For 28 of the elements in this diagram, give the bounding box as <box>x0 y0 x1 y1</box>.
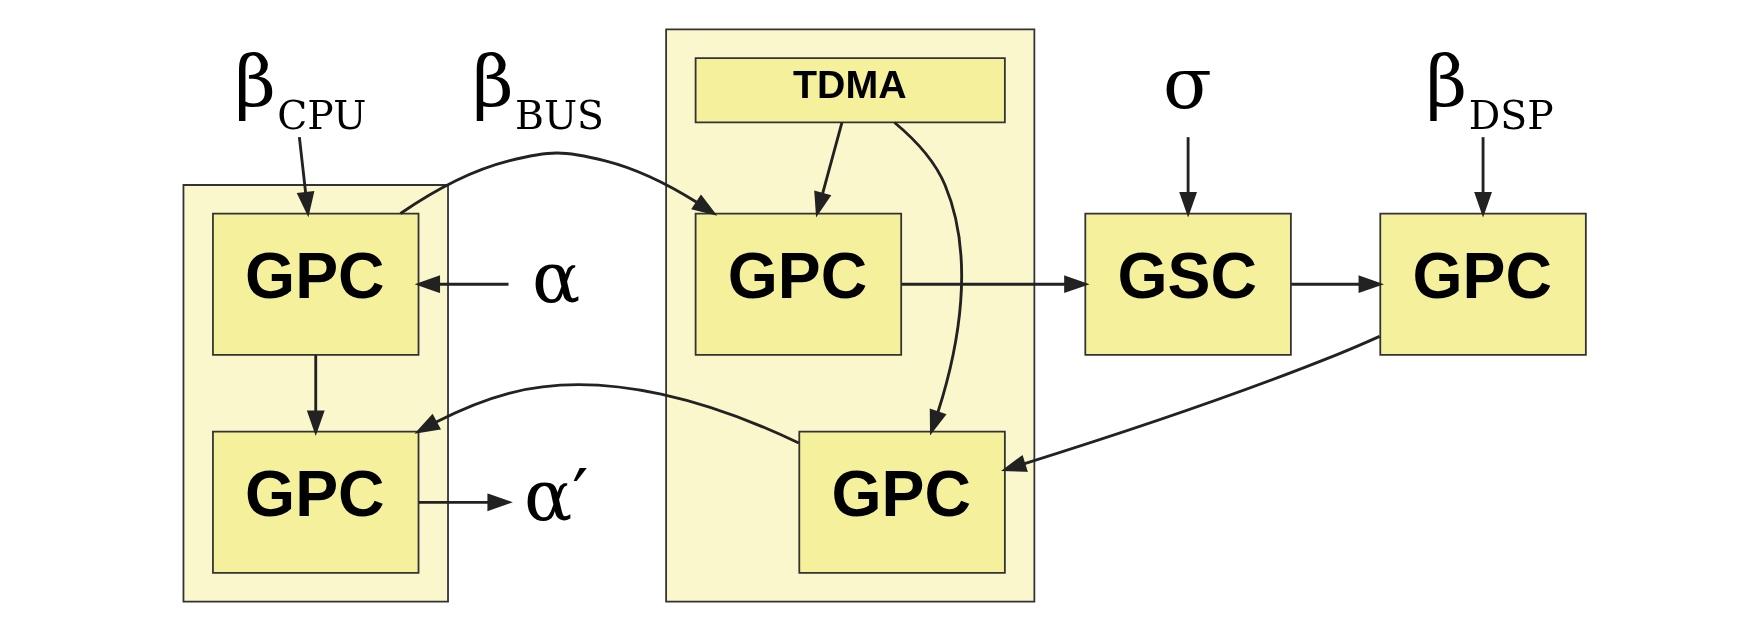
arrow <box>1000 335 1381 472</box>
cluster <box>182 184 449 603</box>
node-text: β$_{DSP}$ <box>1425 40 1554 138</box>
node-text: β$_{CPU}$ <box>234 40 367 138</box>
node-box: GPC <box>212 430 420 574</box>
node-box: GPC <box>212 212 420 356</box>
arrow <box>1474 137 1492 218</box>
arrow <box>1179 137 1197 218</box>
arrow <box>414 383 800 445</box>
arrow <box>893 121 963 436</box>
arrow <box>296 137 315 218</box>
node-box: GPC <box>694 212 903 356</box>
node-text: α′ <box>524 454 589 538</box>
node-box: GSC <box>1084 212 1292 356</box>
node-text: σ <box>1163 42 1212 126</box>
node-box: TDMA <box>694 57 1006 124</box>
arrow <box>901 275 1090 294</box>
node-box: GPC <box>1379 212 1587 356</box>
arrow <box>414 275 509 294</box>
arrow <box>306 355 325 436</box>
node-text: β$_{BUS}$ <box>472 40 605 138</box>
node-text: α <box>532 236 581 320</box>
arrow <box>399 151 718 216</box>
arrow <box>814 122 844 218</box>
cluster <box>665 28 1036 603</box>
arrow <box>1291 275 1384 294</box>
node-box: GPC <box>798 430 1006 574</box>
arrow <box>418 493 513 512</box>
